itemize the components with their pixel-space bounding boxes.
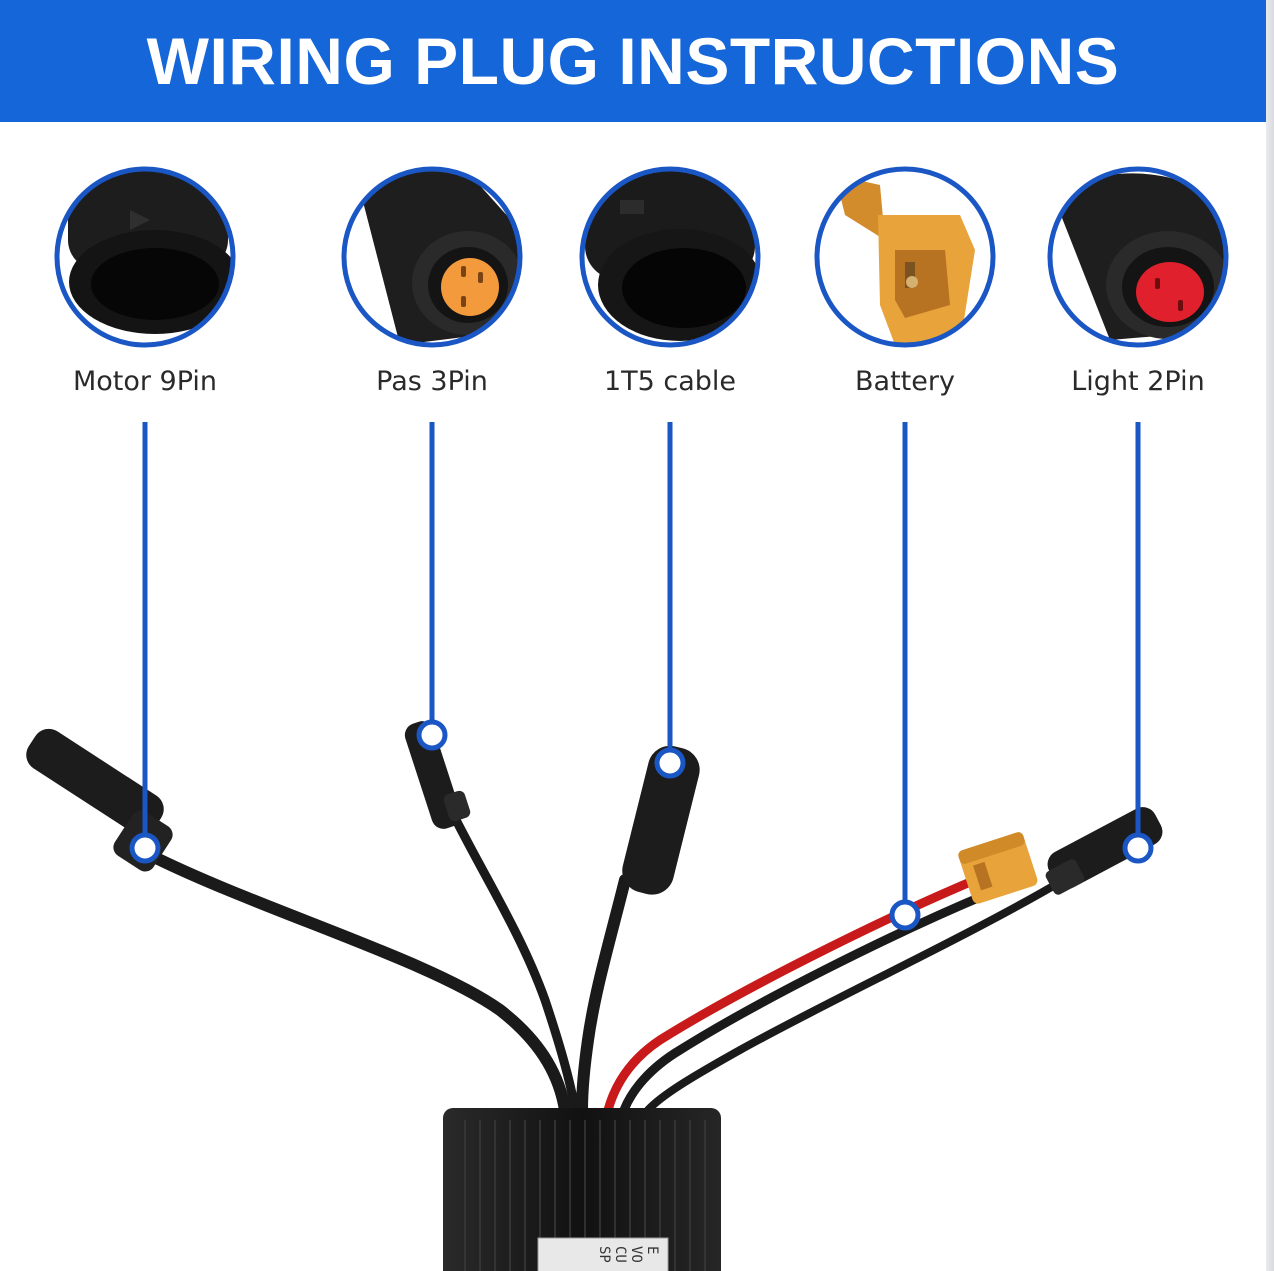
callout-dot-motor	[129, 832, 161, 864]
callouts	[142, 422, 1141, 915]
pas-connector-icon	[344, 169, 520, 345]
label-motor-9pin: Motor 9Pin	[72, 366, 218, 397]
battery-xt60-icon	[817, 169, 993, 345]
callout-dot-battery	[889, 899, 921, 931]
label-pas-3pin: Pas 3Pin	[376, 366, 488, 397]
label-battery: Battery	[855, 366, 955, 397]
callout-dot-pas	[416, 719, 448, 751]
1t5-cable	[576, 874, 631, 1116]
controller-sticker-text: CU	[612, 1246, 628, 1263]
controller-sticker-text: E	[644, 1246, 660, 1254]
battery-xt60-plug	[958, 832, 1038, 904]
pas-cable	[441, 795, 580, 1115]
label-1t5-cable: 1T5 cable	[603, 366, 737, 397]
callout-dot-light	[1122, 832, 1154, 864]
motor-cable	[144, 849, 571, 1116]
controller-assembly	[26, 721, 1163, 1271]
label-light-2pin: Light 2Pin	[1071, 366, 1205, 397]
light-connector-icon	[1050, 169, 1226, 345]
page-title: WIRING PLUG INSTRUCTIONS	[146, 24, 1120, 98]
page-right-edge	[1266, 0, 1274, 1271]
battery-wire-black	[619, 890, 990, 1115]
controller-sticker	[537, 1237, 669, 1271]
motor-plug	[26, 728, 164, 836]
callout-dots	[129, 719, 1154, 931]
1t5-connector-photo	[579, 166, 761, 348]
light-connector-photo	[1047, 166, 1229, 348]
motor-connector-photo	[54, 166, 236, 348]
header-banner: WIRING PLUG INSTRUCTIONS	[0, 0, 1266, 122]
callout-dot-1t5	[654, 747, 686, 779]
controller-sticker-text: SP	[596, 1246, 612, 1263]
light-cable	[644, 881, 1059, 1114]
1t5-connector-icon	[582, 169, 758, 345]
1t5-plug	[622, 745, 700, 895]
controller-sticker-text: VO	[628, 1246, 644, 1263]
battery-connector-photo	[814, 166, 996, 348]
pas-connector-photo	[341, 166, 523, 348]
motor-connector-icon	[57, 169, 233, 345]
controller-fins	[464, 1120, 706, 1271]
controller-box	[443, 1108, 721, 1271]
